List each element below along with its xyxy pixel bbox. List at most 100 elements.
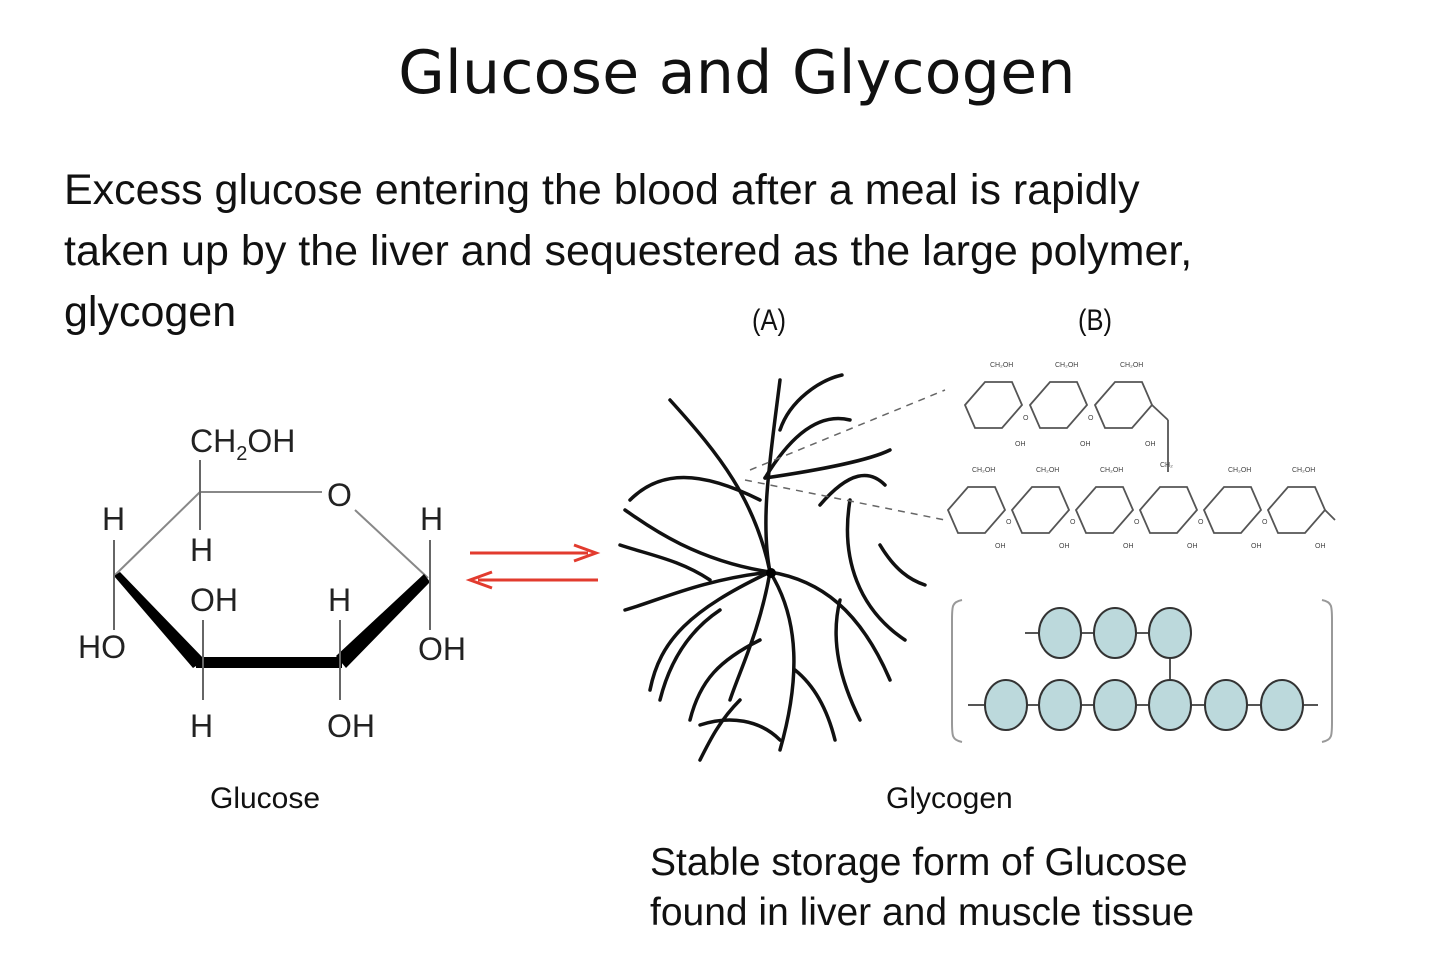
branch xyxy=(698,698,742,762)
branch xyxy=(764,378,782,574)
branch xyxy=(623,508,772,574)
h-c1-label: H xyxy=(420,501,443,537)
left-bracket xyxy=(951,599,963,743)
ch2-small-label: CH₂ xyxy=(1160,462,1173,469)
glycogen-branched-tree xyxy=(618,373,927,762)
zoom-line-top xyxy=(749,389,946,471)
h-c4-label: H xyxy=(102,501,125,537)
glucose-bead xyxy=(1093,679,1137,731)
ring-edge-c2-c1-bold xyxy=(336,574,430,668)
glucose-bead xyxy=(1260,679,1304,731)
ch2oh-small-label: CH₂OH xyxy=(972,467,995,474)
branch xyxy=(845,498,907,642)
sugar-ring xyxy=(1138,486,1199,534)
h-c3-bottom-label: H xyxy=(190,708,213,744)
glycogen-chemical-chain xyxy=(946,381,1336,534)
oh-small-label: OH xyxy=(1251,543,1262,550)
ch2oh-small-label: CH₂OH xyxy=(1228,467,1251,474)
glucose-bead xyxy=(1204,679,1248,731)
chain-end xyxy=(1324,509,1336,521)
ch2oh-small-label: CH₂OH xyxy=(1292,467,1315,474)
branch xyxy=(768,570,796,752)
sugar-ring xyxy=(1010,486,1071,534)
ring-edge-c4-c3-bold xyxy=(114,572,205,668)
o-small-label: O xyxy=(1070,519,1076,526)
panel-a-label: (A) xyxy=(752,304,786,337)
glucose-label: Glucose xyxy=(210,782,321,815)
oh-small-label: OH xyxy=(1187,543,1198,550)
ring-oxygen-label: O xyxy=(327,477,352,513)
intro-line-3: glycogen xyxy=(64,288,237,336)
sugar-ring xyxy=(1266,486,1327,534)
branch xyxy=(658,608,722,702)
oh-small-label: OH xyxy=(1315,543,1326,550)
ho-c4-label: HO xyxy=(78,629,126,665)
top-chain xyxy=(963,381,1169,472)
o-small-label: O xyxy=(1088,415,1094,422)
oh-small-label: OH xyxy=(1123,543,1134,550)
reverse-arrow-head xyxy=(465,570,493,590)
sugar-ring xyxy=(946,486,1007,534)
o-small-label: O xyxy=(1198,519,1204,526)
ring-edge-c5-c4 xyxy=(113,491,201,577)
zoom-line-bottom xyxy=(744,479,946,521)
branch xyxy=(763,448,892,480)
sugar-ring xyxy=(1028,381,1089,429)
sugar-ring xyxy=(963,381,1024,429)
ch2oh-small-label: CH₂OH xyxy=(990,362,1013,369)
glucose-bead xyxy=(984,679,1028,731)
branch xyxy=(793,668,837,742)
branch xyxy=(778,373,844,432)
glucose-bead xyxy=(1093,607,1137,659)
branch xyxy=(688,638,762,722)
branch xyxy=(763,416,852,480)
glucose-bead xyxy=(1038,679,1082,731)
branch xyxy=(628,475,762,502)
sugar-ring xyxy=(1093,381,1154,429)
sugar-ring xyxy=(1074,486,1135,534)
panel-b-label: (B) xyxy=(1078,304,1112,337)
glucose-bead xyxy=(1038,607,1082,659)
chain-small-labels: CH₂OH CH₂OH CH₂OH CH₂OH CH₂OH CH₂OH CH₂ … xyxy=(972,362,1326,550)
glycogen-core-dot xyxy=(766,568,776,578)
ch2oh-small-label: CH₂OH xyxy=(1100,467,1123,474)
ch2oh-small-label: CH₂OH xyxy=(1055,362,1078,369)
branch xyxy=(768,570,892,682)
branch xyxy=(834,598,862,722)
caption-line-2: found in liver and muscle tissue xyxy=(650,891,1195,934)
branch xyxy=(668,398,772,574)
oh-small-label: OH xyxy=(1080,441,1091,448)
oh-small-label: OH xyxy=(1015,441,1026,448)
o-small-label: O xyxy=(1006,519,1012,526)
branch xyxy=(878,543,927,587)
ch2oh-small-label: CH₂OH xyxy=(1036,467,1059,474)
intro-line-2: taken up by the liver and sequestered as… xyxy=(64,227,1193,275)
equilibrium-arrows xyxy=(465,543,601,590)
glucose-bead xyxy=(1148,679,1192,731)
branch xyxy=(618,543,712,582)
ring-edge-c3-c2-bold xyxy=(196,657,342,668)
ring-edge-o-c1 xyxy=(354,509,429,579)
o-small-label: O xyxy=(1262,519,1268,526)
branch xyxy=(623,570,772,612)
ch2oh-small-label: CH₂OH xyxy=(1120,362,1143,369)
sugar-ring xyxy=(1202,486,1263,534)
o-small-label: O xyxy=(1023,415,1029,422)
oh-small-label: OH xyxy=(1059,543,1070,550)
oh-c1-label: OH xyxy=(418,631,466,667)
bottom-chain xyxy=(946,486,1336,534)
caption-line-1: Stable storage form of Glucose xyxy=(650,841,1188,884)
ch2oh-label: CH2OH xyxy=(190,423,295,465)
right-bracket xyxy=(1321,599,1333,743)
oh-small-label: OH xyxy=(1145,441,1156,448)
glycogen-bead-schematic xyxy=(951,599,1333,743)
glucose-bead xyxy=(1148,607,1192,659)
o-small-label: O xyxy=(1134,519,1140,526)
forward-arrow-head xyxy=(573,543,601,563)
oh-c3-label: OH xyxy=(190,582,238,618)
h-c2-label: H xyxy=(328,582,351,618)
branch xyxy=(818,473,887,507)
oh-c2-bottom-label: OH xyxy=(327,708,375,744)
h-c5-label: H xyxy=(190,532,213,568)
